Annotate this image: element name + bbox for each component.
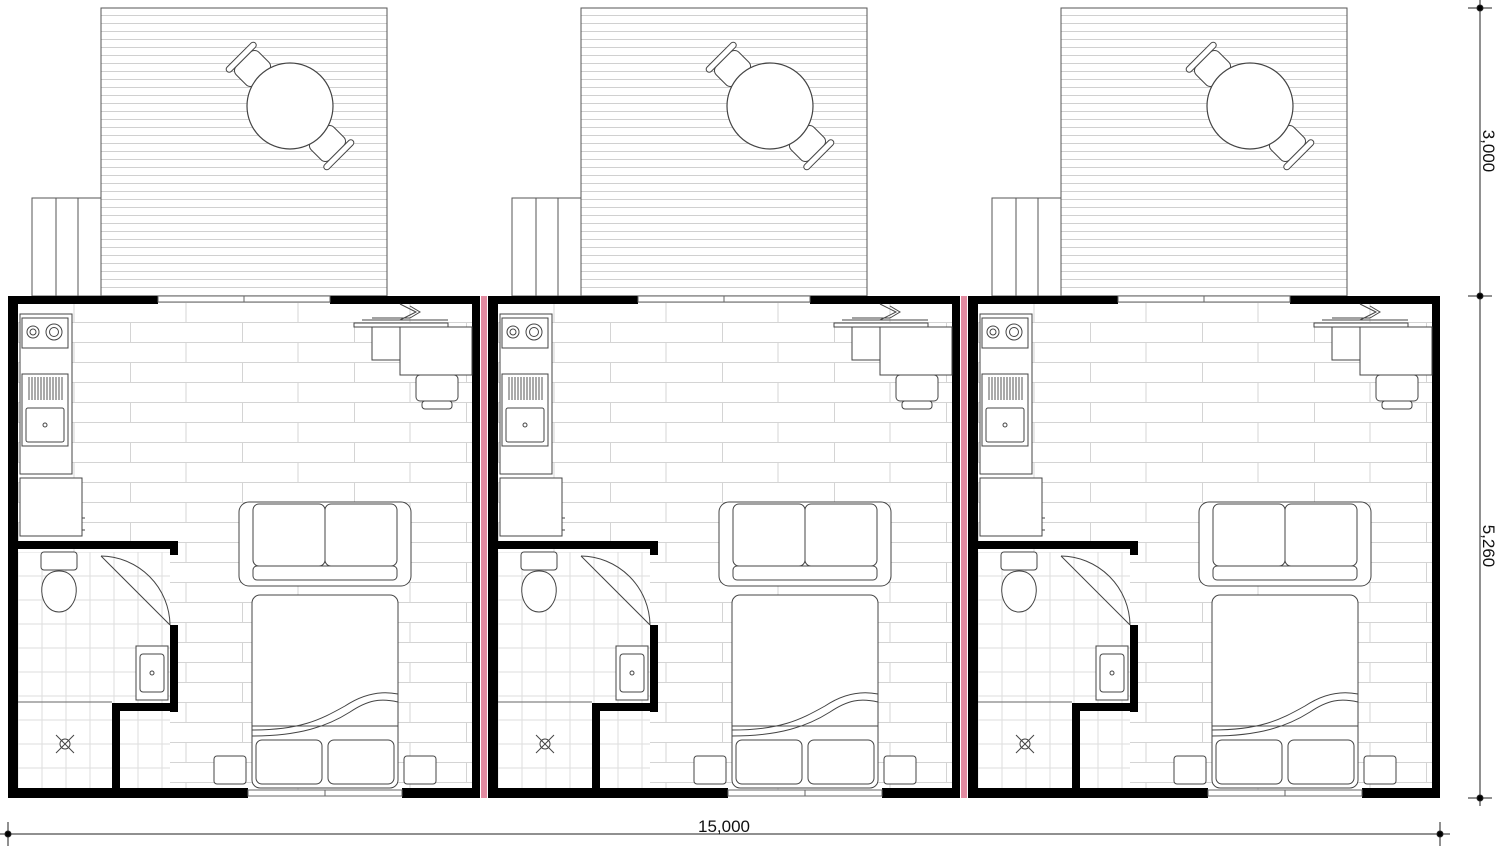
party-walls (481, 296, 967, 798)
overall-width-label: 15,000 (698, 817, 750, 836)
party-wall (961, 296, 967, 798)
unit-depth-label: 5,260 (1479, 525, 1498, 568)
overall-width-tick-left (4, 830, 12, 838)
units-layer (7, 7, 1441, 799)
deck-depth-label: 3,000 (1479, 130, 1498, 173)
vertical-dim-tick-bottom (1476, 794, 1484, 802)
party-wall (481, 296, 487, 798)
unit-1 (7, 7, 481, 799)
overall-width-tick-right (1436, 830, 1444, 838)
unit-3 (967, 7, 1441, 799)
vertical-dim-tick-top (1476, 4, 1484, 12)
vertical-dim-tick-mid (1476, 292, 1484, 300)
unit-2 (487, 7, 961, 799)
